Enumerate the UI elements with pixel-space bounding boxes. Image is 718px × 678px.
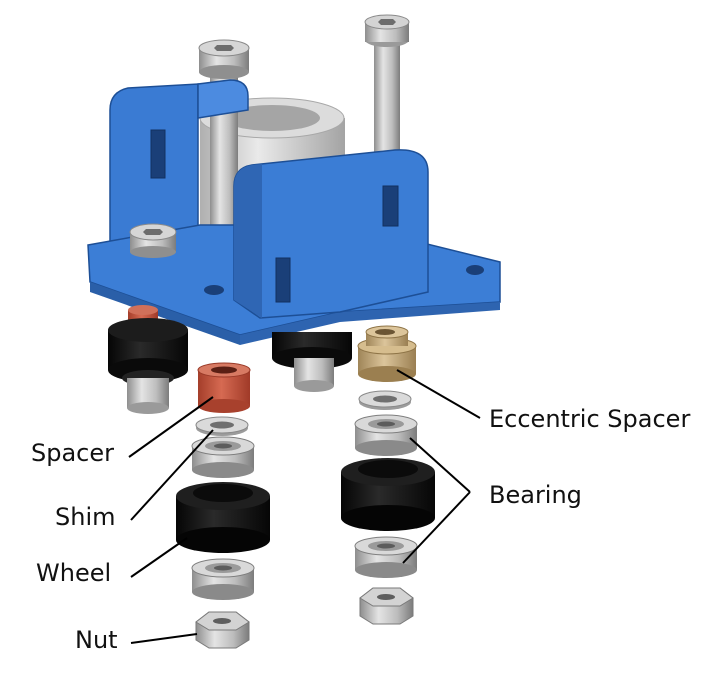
part-bearing-right-upper: [354, 414, 418, 456]
part-wheel-right: [341, 458, 435, 531]
part-spacer: [197, 362, 251, 413]
plate-bolt-head: [129, 223, 177, 258]
part-shim-right: [358, 390, 412, 410]
part-nut-left: [195, 611, 250, 649]
label-nut: Nut: [75, 626, 118, 654]
leader-wheel: [130, 537, 188, 578]
part-bearing-left-upper: [191, 436, 255, 478]
leader-nut: [130, 633, 198, 644]
label-wheel: Wheel: [36, 559, 112, 587]
label-eccentric-spacer: Eccentric Spacer: [489, 405, 691, 433]
part-bearing-left-lower: [191, 558, 255, 600]
leader-shim: [130, 429, 214, 521]
label-spacer: Spacer: [31, 439, 115, 467]
label-bearing: Bearing: [489, 481, 582, 509]
leader-lines: [128, 369, 481, 644]
part-shim-left: [195, 416, 249, 436]
part-wheel-left: [176, 482, 270, 553]
assembled-wheel-right: [272, 332, 352, 392]
leader-spacer: [128, 396, 214, 458]
part-bearing-right-lower: [354, 536, 418, 578]
leader-eccentric: [396, 369, 481, 419]
assembled-wheel-left: [108, 305, 188, 414]
leader-bearing-lower: [402, 491, 471, 564]
part-eccentric-spacer: [357, 325, 417, 382]
mount-plate: [87, 79, 501, 345]
part-nut-right: [359, 587, 414, 625]
leader-bearing-upper: [409, 437, 471, 493]
label-shim: Shim: [55, 503, 116, 531]
